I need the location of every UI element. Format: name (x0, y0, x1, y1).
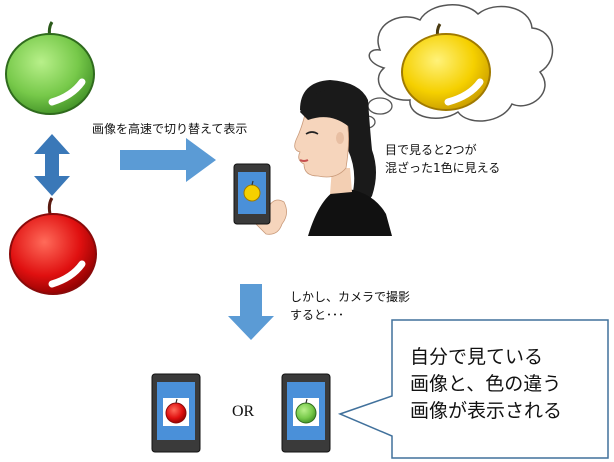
callout-line: 自分で見ている (410, 346, 544, 368)
callout-text: 自分で見ている 画像と、色の違う 画像が表示される (410, 344, 610, 425)
caption-eye-blend-line: 混ざった1色に見える (385, 161, 501, 175)
red-apple-icon (9, 197, 97, 295)
smartphone-green-icon (281, 373, 331, 453)
callout-line: 画像と、色の違う (410, 373, 562, 395)
callout-line: 画像が表示される (410, 400, 563, 422)
or-label: OR (232, 403, 255, 420)
caption-camera-line: しかし、カメラで撮影 (290, 290, 411, 304)
caption-eye-blend-line: 目で見ると2つが (385, 143, 477, 157)
caption-camera-shot: しかし、カメラで撮影 すると･･･ (290, 288, 410, 324)
down-arrow-icon (228, 284, 274, 340)
caption-switch-images: 画像を高速で切り替えて表示 (92, 122, 248, 136)
smartphone-icon (233, 163, 271, 225)
smartphone-red-icon (151, 373, 201, 453)
double-arrow-icon (34, 134, 70, 196)
caption-camera-line: すると･･･ (290, 308, 345, 322)
callout-box (337, 319, 609, 459)
right-arrow-icon (120, 138, 216, 182)
yellow-apple-icon (401, 23, 491, 111)
caption-eye-blend: 目で見ると2つが 混ざった1色に見える (385, 141, 500, 177)
green-apple-icon (5, 21, 95, 115)
